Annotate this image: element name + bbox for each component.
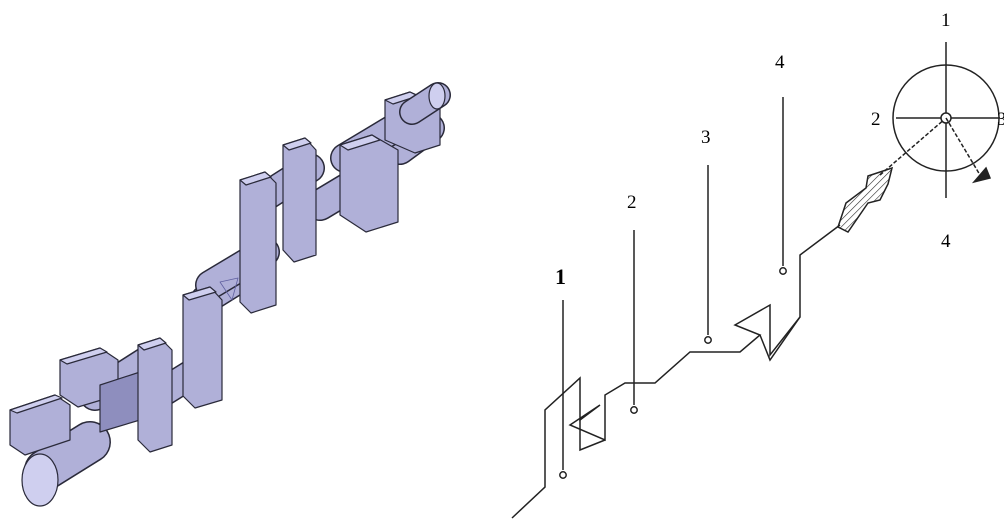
throw-label-2: 2	[627, 192, 637, 213]
axis-to-dial	[879, 117, 947, 176]
phase-dial	[892, 42, 1000, 198]
throw-label-4: 4	[775, 52, 785, 73]
throw-marker-4	[779, 97, 787, 275]
dial-label-left: 2	[871, 109, 881, 130]
schematic-crank-throw-1	[579, 420, 606, 452]
throw-label-3: 3	[701, 127, 711, 148]
crankshaft-schematic	[511, 42, 1000, 519]
schematic-labels: 1 2 3 4 1 2 3 4	[555, 10, 1004, 289]
crankshaft-3d-model	[9, 82, 451, 507]
crank-webs	[9, 91, 441, 456]
dial-label-bottom: 4	[941, 231, 951, 252]
throw-marker-2	[630, 230, 638, 414]
schematic-shaft-line	[511, 224, 841, 519]
throw-marker-3	[704, 165, 712, 344]
dial-label-top: 1	[941, 10, 951, 31]
dial-label-right: 3	[997, 109, 1004, 130]
front-shaft	[21, 453, 59, 507]
rear-shaft-end	[428, 82, 446, 110]
throw-marker-1	[559, 300, 567, 479]
rotation-arrow-icon	[971, 166, 992, 184]
schematic-crank-throw-2	[759, 316, 801, 362]
hatched-arrow	[837, 166, 894, 233]
construction-marks	[219, 277, 239, 301]
throw-label-1: 1	[555, 264, 566, 289]
